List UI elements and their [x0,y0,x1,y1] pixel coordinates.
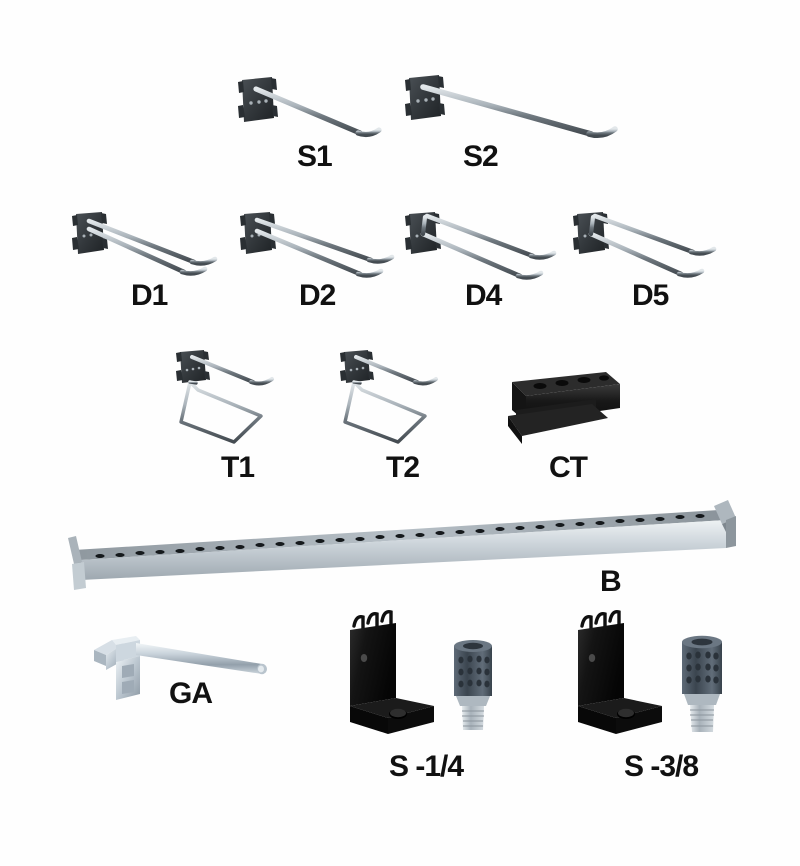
label-GA: GA [169,677,213,710]
product-T1[interactable] [176,350,306,450]
mount-plate-icon [238,77,278,122]
product-CT[interactable] [496,366,626,452]
product-S-1-4[interactable] [336,610,526,740]
label-S2: S2 [463,140,499,173]
mount-plate-icon [405,75,445,120]
product-D5[interactable] [573,212,738,288]
label-D1: D1 [131,279,168,312]
product-T2[interactable] [340,350,470,450]
product-S-3-8[interactable] [564,610,754,740]
hook-prongs-icon [580,610,621,634]
product-D2[interactable] [240,212,410,284]
label-D5: D5 [632,279,669,312]
label-CT: CT [549,451,588,484]
quick-coupler-icon [454,640,492,730]
label-S-3-8: S -3/8 [624,750,699,783]
quick-coupler-icon [682,635,722,732]
mount-plate-icon [176,350,210,383]
label-S-1-4: S -1/4 [389,750,464,783]
hook-prongs-icon [352,610,393,634]
label-D4: D4 [465,279,502,312]
product-D1[interactable] [72,212,232,282]
label-S1: S1 [297,140,333,173]
product-GA[interactable] [92,630,292,710]
label-B: B [600,565,622,598]
label-D2: D2 [299,279,336,312]
rail-slots-icon [95,514,705,558]
label-T2: T2 [386,451,420,484]
product-S2[interactable] [405,74,635,144]
product-D4[interactable] [405,212,570,288]
label-T1: T1 [221,451,255,484]
product-S1[interactable] [238,76,398,142]
product-B[interactable] [64,498,744,594]
mount-plate-icon [340,350,374,383]
